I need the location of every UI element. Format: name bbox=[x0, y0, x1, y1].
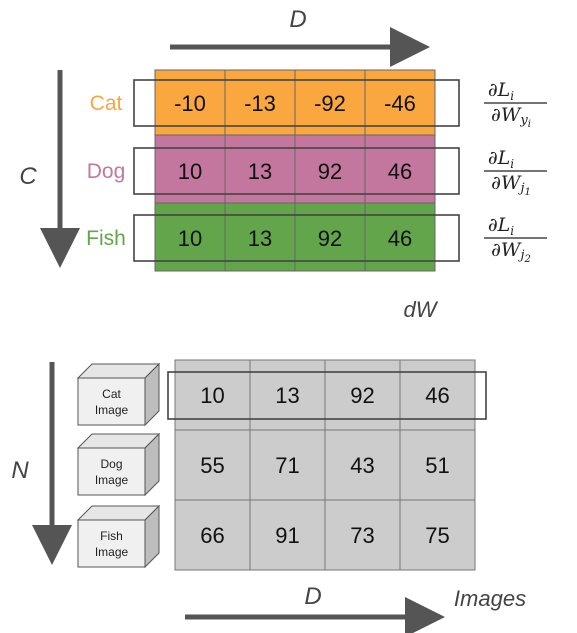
images-row-bracket bbox=[167, 371, 487, 420]
dw-value: 13 bbox=[248, 226, 272, 251]
cube-label-line: Image bbox=[95, 545, 129, 559]
images-value: 13 bbox=[275, 383, 299, 408]
svg-text:∂Wj2: ∂Wj2 bbox=[491, 239, 531, 265]
images-cell bbox=[399, 429, 476, 501]
class-label-cat: Cat bbox=[90, 92, 123, 115]
dw-row-cat: -10 -13 -92 -46 Cat ∂Li∂Wyi bbox=[90, 69, 547, 136]
cube-label-line: Cat bbox=[102, 387, 121, 401]
cube-label-line: Dog bbox=[100, 457, 122, 471]
images-cell bbox=[174, 499, 251, 571]
svg-text:∂Li: ∂Li bbox=[488, 79, 514, 103]
bottom-n-label: N bbox=[11, 457, 29, 484]
images-caption: Images bbox=[454, 586, 526, 611]
dw-cell bbox=[294, 69, 366, 136]
top-d-label: D bbox=[289, 6, 306, 33]
dw-value: 10 bbox=[178, 226, 202, 251]
dw-caption: dW bbox=[404, 297, 439, 322]
bottom-n-axis: N bbox=[11, 362, 72, 565]
dw-cell bbox=[364, 69, 436, 136]
images-value: 71 bbox=[275, 453, 299, 478]
images-matrix: 10 13 92 46 55 71 43 51 66 91 73 75 bbox=[167, 359, 487, 571]
derivative-label: ∂Li∂Wj1 bbox=[484, 147, 547, 198]
dw-value: -10 bbox=[174, 91, 206, 116]
dw-value: 46 bbox=[388, 226, 412, 251]
dw-row-fish: 10 13 92 46 Fish ∂Li∂Wj2 bbox=[86, 202, 547, 272]
cube-label-line: Image bbox=[95, 403, 129, 417]
dw-value: 10 bbox=[178, 159, 202, 184]
images-value: 10 bbox=[200, 383, 224, 408]
images-cell bbox=[399, 499, 476, 571]
class-label-fish: Fish bbox=[86, 227, 126, 250]
images-value: 51 bbox=[425, 453, 449, 478]
dw-value: -92 bbox=[314, 91, 346, 116]
images-value: 73 bbox=[350, 523, 374, 548]
images-cell bbox=[174, 429, 251, 501]
dw-value: -13 bbox=[244, 91, 276, 116]
dw-value: 92 bbox=[318, 226, 342, 251]
images-value: 92 bbox=[350, 383, 374, 408]
class-label-dog: Dog bbox=[87, 160, 126, 183]
images-row: 66 91 73 75 bbox=[174, 499, 476, 571]
dw-cell bbox=[294, 134, 366, 204]
images-value: 75 bbox=[425, 523, 449, 548]
top-d-axis: D bbox=[170, 6, 430, 67]
images-cell bbox=[249, 429, 326, 501]
bottom-d-axis: D bbox=[185, 583, 445, 633]
dw-row-dog: 10 13 92 46 Dog ∂Li∂Wj1 bbox=[87, 134, 547, 204]
derivative-label: ∂Li∂Wj2 bbox=[484, 214, 547, 265]
top-c-axis: C bbox=[19, 70, 80, 268]
images-value: 46 bbox=[425, 383, 449, 408]
dw-row-bracket bbox=[133, 214, 460, 262]
dw-row-bracket bbox=[133, 79, 460, 127]
dw-cell bbox=[224, 69, 296, 136]
dw-value: 92 bbox=[318, 159, 342, 184]
dw-row-bracket bbox=[133, 147, 460, 195]
images-row: 55 71 43 51 bbox=[174, 429, 476, 501]
dw-value: 46 bbox=[388, 159, 412, 184]
images-value: 43 bbox=[350, 453, 374, 478]
bottom-d-label: D bbox=[304, 583, 321, 610]
svg-text:∂Wyi: ∂Wyi bbox=[491, 104, 531, 130]
images-value: 91 bbox=[275, 523, 299, 548]
svg-text:∂Wj1: ∂Wj1 bbox=[491, 172, 531, 198]
dw-cell bbox=[154, 134, 226, 204]
svg-text:∂Li: ∂Li bbox=[488, 214, 514, 238]
cube-label-line: Fish bbox=[100, 529, 123, 543]
images-value: 66 bbox=[200, 523, 224, 548]
top-c-label: C bbox=[19, 163, 37, 190]
dw-value: -46 bbox=[384, 91, 416, 116]
cube-label-line: Image bbox=[95, 473, 129, 487]
dw-value: 13 bbox=[248, 159, 272, 184]
svg-text:∂Li: ∂Li bbox=[488, 147, 514, 171]
derivative-label: ∂Li∂Wyi bbox=[484, 79, 547, 130]
images-cell bbox=[324, 499, 401, 571]
dw-cell bbox=[154, 69, 226, 136]
images-value: 55 bbox=[200, 453, 224, 478]
